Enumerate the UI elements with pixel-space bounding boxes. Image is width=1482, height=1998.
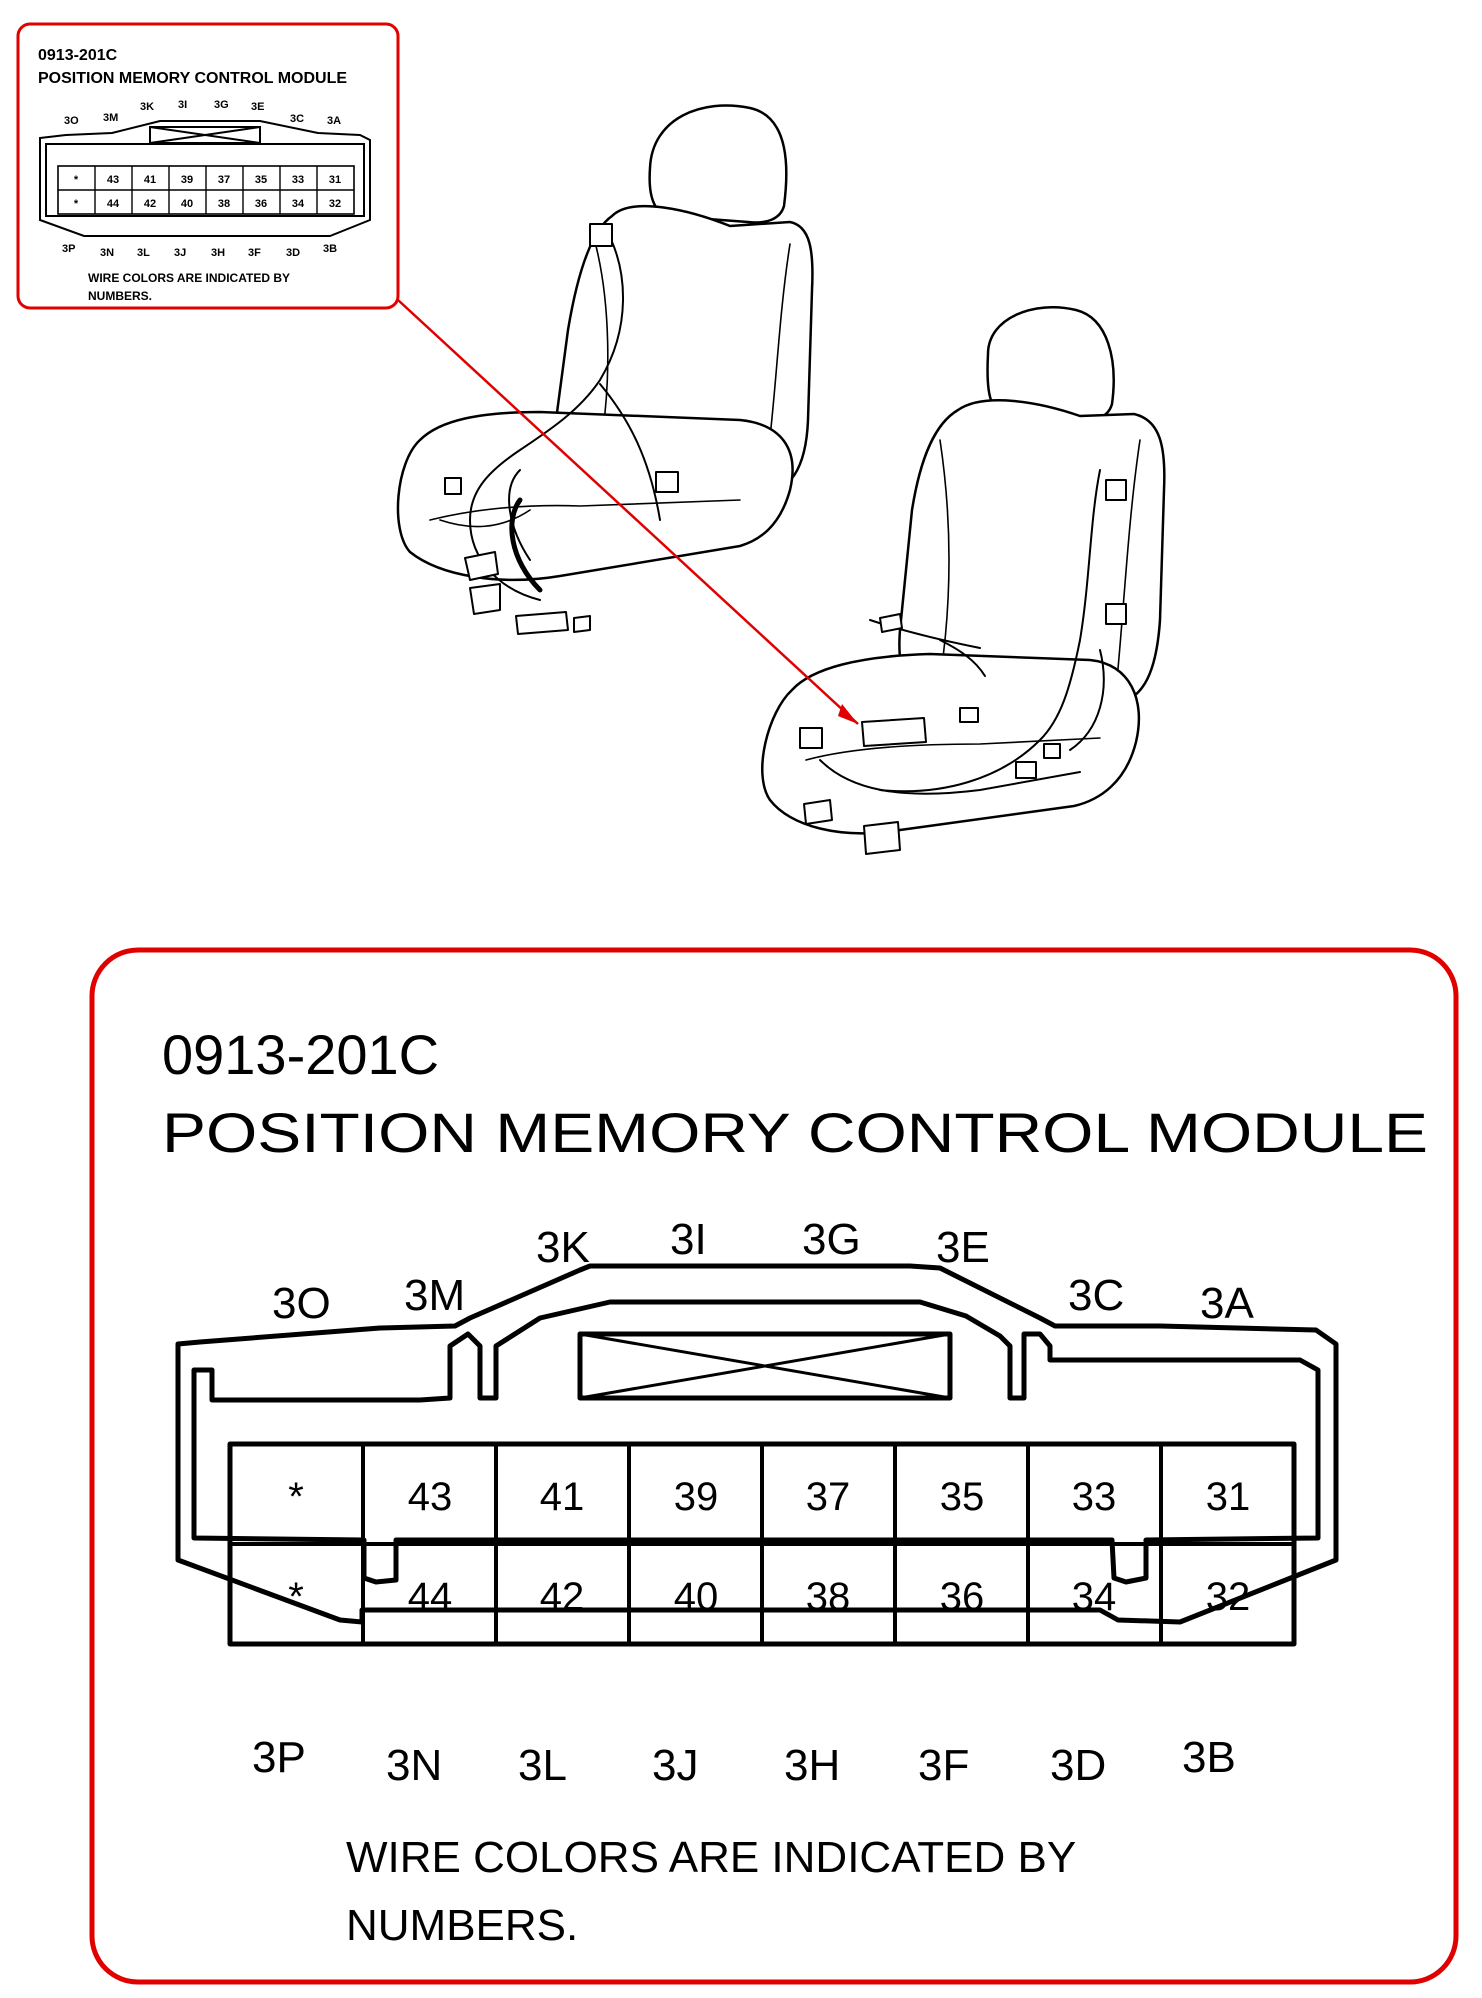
small-bottom-label: 3D <box>286 247 300 259</box>
pin-cell: 44 <box>408 1575 453 1619</box>
small-top-label: 3K <box>140 101 154 113</box>
large-note-line1: WIRE COLORS ARE INDICATED BY <box>346 1833 1076 1882</box>
top-pin-label: 3E <box>936 1223 990 1272</box>
large-bottom-pin-labels: 3P 3N 3L 3J 3H 3F 3D 3B <box>252 1733 1236 1790</box>
pin-cell: 31 <box>1206 1475 1251 1519</box>
leader-arrowhead <box>838 704 858 724</box>
small-pin-cell: 43 <box>107 174 119 186</box>
small-callout: 0913-201C POSITION MEMORY CONTROL MODULE… <box>16 22 400 310</box>
small-pin-cell: 35 <box>255 174 267 186</box>
large-callout-border <box>89 947 1459 1985</box>
pin-cell: 38 <box>806 1575 851 1619</box>
small-bottom-label: 3J <box>174 247 186 259</box>
small-bottom-label: 3N <box>100 247 114 259</box>
large-callout-code: 0913-201C <box>162 1023 439 1086</box>
small-bottom-label: 3F <box>248 247 261 259</box>
small-top-label: 3E <box>251 101 264 113</box>
large-callout-title: POSITION MEMORY CONTROL MODULE <box>162 1101 1428 1164</box>
pin-cell: 33 <box>1072 1475 1117 1519</box>
bottom-pin-label: 3F <box>918 1741 969 1790</box>
small-bottom-label: 3L <box>137 247 150 259</box>
small-top-label: 3C <box>290 113 304 125</box>
bottom-pin-label: 3D <box>1050 1741 1106 1790</box>
top-pin-label: 3M <box>404 1271 465 1320</box>
large-pin-grid: * 43 41 39 37 35 33 31 * 44 42 40 38 36 … <box>288 1475 1250 1619</box>
small-pin-cell: 44 <box>107 198 120 210</box>
small-pin-cell: 42 <box>144 198 156 210</box>
small-bottom-label: 3H <box>211 247 225 259</box>
top-pin-label: 3G <box>802 1215 861 1264</box>
pin-cell: 41 <box>540 1475 585 1519</box>
small-pin-cell: 33 <box>292 174 304 186</box>
small-bottom-label: 3B <box>323 243 337 255</box>
bottom-pin-label: 3H <box>784 1741 840 1790</box>
small-top-label: 3M <box>103 112 118 124</box>
small-callout-code: 0913-201C <box>38 47 118 64</box>
pin-cell: 32 <box>1206 1575 1251 1619</box>
small-pin-cell: 32 <box>329 198 341 210</box>
bottom-pin-label: 3N <box>386 1741 442 1790</box>
small-pin-grid: * 43 41 39 37 35 33 31 * 44 42 40 38 36 … <box>74 174 341 210</box>
pin-cell: 42 <box>540 1575 585 1619</box>
small-top-label: 3I <box>178 99 187 111</box>
large-connector <box>175 1263 1339 1647</box>
small-pin-cell: 38 <box>218 198 230 210</box>
small-pin-cell: * <box>74 174 79 186</box>
small-top-label: 3O <box>64 115 79 127</box>
large-note-line2: NUMBERS. <box>346 1901 578 1950</box>
pin-cell: 35 <box>940 1475 985 1519</box>
small-pin-cell: 34 <box>292 198 305 210</box>
small-callout-title: POSITION MEMORY CONTROL MODULE <box>38 70 347 87</box>
pin-cell: 37 <box>806 1475 851 1519</box>
small-pin-cell: 40 <box>181 198 193 210</box>
leader-line <box>397 299 859 725</box>
small-top-label: 3A <box>327 115 341 127</box>
small-pin-cell: 41 <box>144 174 156 186</box>
small-pin-cell: 31 <box>329 174 341 186</box>
top-pin-label: 3K <box>536 1223 590 1272</box>
bottom-pin-label: 3J <box>652 1741 698 1790</box>
left-seat-illustration <box>396 104 814 635</box>
bottom-pin-label: 3L <box>518 1741 567 1790</box>
small-note-line1: WIRE COLORS ARE INDICATED BY <box>88 271 290 285</box>
small-bottom-label: 3P <box>62 243 75 255</box>
small-pin-cell: 36 <box>255 198 267 210</box>
small-pin-cell: * <box>74 198 79 210</box>
small-top-label: 3G <box>214 99 229 111</box>
pin-cell: * <box>288 1575 304 1619</box>
small-top-pin-labels: 3O 3M 3K 3I 3G 3E 3C 3A <box>64 99 341 127</box>
bottom-pin-label: 3B <box>1182 1733 1236 1782</box>
top-pin-label: 3C <box>1068 1271 1124 1320</box>
small-note-line2: NUMBERS. <box>88 289 152 303</box>
large-callout: 0913-201C POSITION MEMORY CONTROL MODULE… <box>89 947 1459 1985</box>
pin-cell: 39 <box>674 1475 719 1519</box>
top-pin-label: 3I <box>670 1215 707 1264</box>
pin-cell: 34 <box>1072 1575 1117 1619</box>
pin-cell: 43 <box>408 1475 453 1519</box>
top-pin-label: 3O <box>272 1279 331 1328</box>
bottom-pin-label: 3P <box>252 1733 306 1782</box>
pin-cell: 36 <box>940 1575 985 1619</box>
pin-cell: 40 <box>674 1575 719 1619</box>
pin-cell: * <box>288 1475 304 1519</box>
large-top-pin-labels: 3O 3M 3K 3I 3G 3E 3C 3A <box>272 1215 1254 1328</box>
right-seat-illustration <box>761 306 1166 855</box>
small-bottom-pin-labels: 3P 3N 3L 3J 3H 3F 3D 3B <box>62 243 337 259</box>
top-pin-label: 3A <box>1200 1279 1254 1328</box>
small-pin-cell: 37 <box>218 174 230 186</box>
small-pin-cell: 39 <box>181 174 193 186</box>
small-connector <box>39 120 371 237</box>
